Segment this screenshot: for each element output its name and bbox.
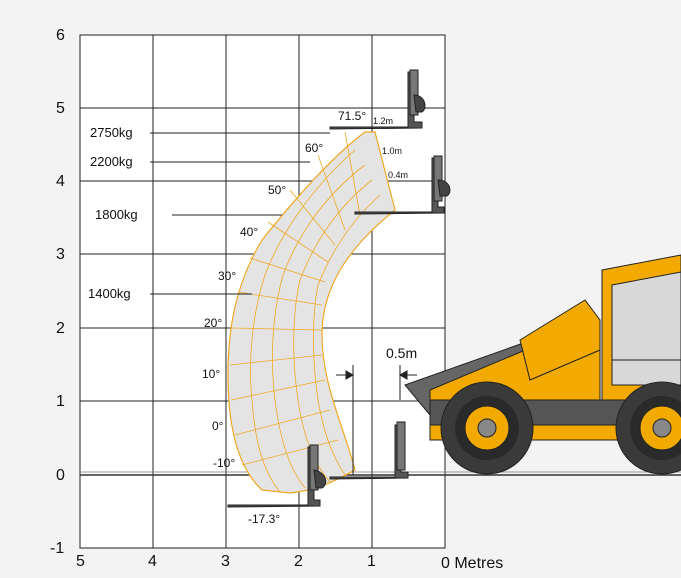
reach-dimension-label: 0.5m — [386, 345, 417, 361]
x-tick-3: 3 — [221, 553, 230, 570]
load-label-1800: 1800kg — [95, 207, 138, 222]
angle-label-minus-10: -10° — [213, 456, 235, 470]
x-axis-unit-label: 0 Metres — [441, 555, 503, 572]
x-tick-1: 1 — [367, 553, 376, 570]
angle-label-30: 30° — [218, 269, 236, 283]
reach-dimension-marker — [336, 365, 417, 475]
angle-label-60: 60° — [305, 141, 323, 155]
load-label-2750: 2750kg — [90, 125, 133, 140]
lift-envelope — [227, 131, 396, 494]
y-tick-0: 0 — [56, 467, 65, 484]
pallet-fork-icon — [329, 69, 426, 130]
pallet-fork-icon — [354, 155, 451, 215]
angle-label-71-5: 71.5° — [338, 109, 366, 123]
y-tick-minus-1: -1 — [50, 540, 64, 557]
angle-label-20: 20° — [204, 316, 222, 330]
rear-wheel — [615, 381, 681, 475]
y-tick-2: 2 — [56, 320, 65, 337]
angle-label-50: 50° — [268, 183, 286, 197]
y-axis-labels: 6 5 4 3 2 1 0 -1 — [50, 27, 65, 557]
front-wheel — [440, 381, 534, 475]
fork-offset-0-4m: 0.4m — [388, 170, 408, 180]
y-tick-6: 6 — [56, 27, 65, 44]
angle-label-10: 10° — [202, 367, 220, 381]
pallet-fork-icon — [329, 421, 409, 480]
pallet-fork-icon — [227, 444, 327, 508]
telehandler-icon — [404, 254, 681, 475]
y-tick-1: 1 — [56, 393, 65, 410]
load-label-1400: 1400kg — [88, 286, 131, 301]
load-label-2200: 2200kg — [90, 154, 133, 169]
x-tick-4: 4 — [148, 553, 157, 570]
x-axis-labels: 5 4 3 2 1 0 Metres — [76, 553, 503, 572]
angle-label-minus-17-3: -17.3° — [248, 512, 280, 526]
x-tick-5: 5 — [76, 553, 85, 570]
load-leader-lines — [150, 132, 330, 295]
y-tick-4: 4 — [56, 173, 65, 190]
angle-label-40: 40° — [240, 225, 258, 239]
y-tick-5: 5 — [56, 100, 65, 117]
angle-label-0: 0° — [212, 419, 224, 433]
fork-offset-1-0m: 1.0m — [382, 146, 402, 156]
x-tick-2: 2 — [294, 553, 303, 570]
fork-offset-1-2m: 1.2m — [373, 116, 393, 126]
y-tick-3: 3 — [56, 246, 65, 263]
